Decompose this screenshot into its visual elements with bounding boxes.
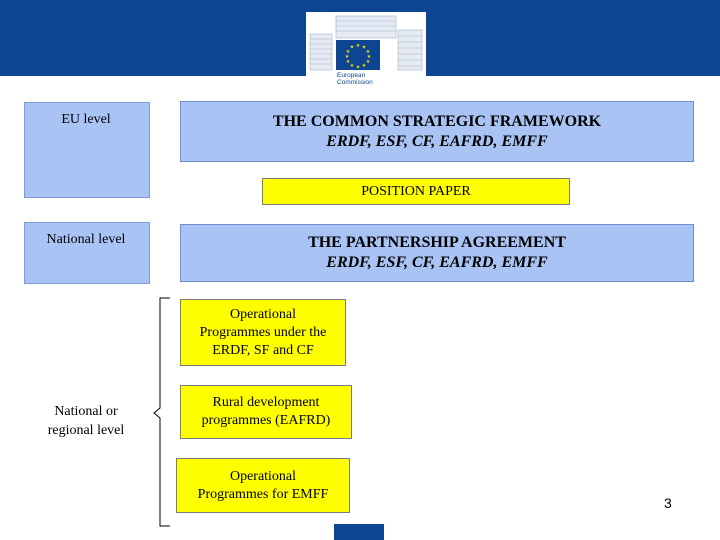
programme-box-eafrd: Rural development programmes (EAFRD) bbox=[180, 385, 352, 439]
svg-text:★: ★ bbox=[350, 45, 355, 51]
svg-text:★: ★ bbox=[356, 65, 361, 71]
svg-text:★: ★ bbox=[346, 59, 351, 65]
svg-text:★: ★ bbox=[345, 54, 350, 60]
csf-title: THE COMMON STRATEGIC FRAMEWORK bbox=[272, 112, 602, 130]
svg-text:★: ★ bbox=[367, 54, 372, 60]
logo-text: European Commission bbox=[337, 72, 373, 86]
csf-funds: ERDF, ESF, CF, EAFRD, EMFF bbox=[326, 132, 548, 150]
logo-line-2: Commission bbox=[337, 79, 373, 86]
footer-tab bbox=[334, 524, 384, 540]
svg-text:★: ★ bbox=[356, 43, 361, 49]
european-commission-logo: ★★★ ★★★ ★★★ ★★★ European Commission bbox=[306, 12, 426, 96]
position-paper-box: POSITION PAPER bbox=[262, 178, 570, 205]
eu-flag-icon: ★★★ ★★★ ★★★ ★★★ bbox=[336, 40, 380, 71]
regional-level-label: National or regional level bbox=[24, 402, 148, 440]
partnership-title: THE PARTNERSHIP AGREEMENT bbox=[308, 234, 566, 251]
berlaymont-building-icon bbox=[309, 15, 423, 71]
national-level-column bbox=[24, 222, 150, 284]
national-level-label: National level bbox=[46, 232, 126, 247]
svg-text:★: ★ bbox=[366, 59, 371, 65]
partnership-funds: ERDF, ESF, CF, EAFRD, EMFF bbox=[326, 254, 548, 271]
programme-eafrd-line-1: Rural development bbox=[212, 395, 320, 410]
eu-level-column bbox=[24, 102, 150, 198]
regional-level-line-2: regional level bbox=[47, 423, 125, 438]
svg-text:★: ★ bbox=[362, 45, 367, 51]
programme-emff-line-2: Programmes for EMFF bbox=[197, 486, 329, 502]
page-number: 3 bbox=[664, 495, 672, 511]
common-strategic-framework-box: THE COMMON STRATEGIC FRAMEWORK ERDF, ESF… bbox=[180, 101, 694, 162]
programme-box-erdf: Operational Programmes under the ERDF, S… bbox=[180, 299, 346, 366]
svg-text:★: ★ bbox=[366, 49, 371, 55]
programme-erdf-line-3: ERDF, SF and CF bbox=[212, 342, 314, 358]
svg-text:★: ★ bbox=[350, 63, 355, 69]
programme-erdf-line-1: Operational bbox=[229, 306, 297, 322]
programme-erdf-line-2: Programmes under the bbox=[199, 324, 327, 340]
eu-level-label: EU level bbox=[61, 112, 111, 127]
programme-eafrd-line-2: programmes (EAFRD) bbox=[201, 413, 331, 428]
regional-level-line-1: National or bbox=[54, 404, 118, 419]
svg-text:★: ★ bbox=[346, 49, 351, 55]
svg-text:★: ★ bbox=[362, 63, 367, 69]
logo-line-1: European bbox=[337, 72, 366, 79]
programme-emff-line-1: Operational bbox=[229, 468, 297, 484]
programme-box-emff: Operational Programmes for EMFF bbox=[176, 458, 350, 513]
position-paper-label: POSITION PAPER bbox=[361, 183, 471, 199]
programmes-bracket bbox=[153, 297, 170, 527]
partnership-agreement-box: THE PARTNERSHIP AGREEMENT ERDF, ESF, CF,… bbox=[180, 224, 694, 282]
